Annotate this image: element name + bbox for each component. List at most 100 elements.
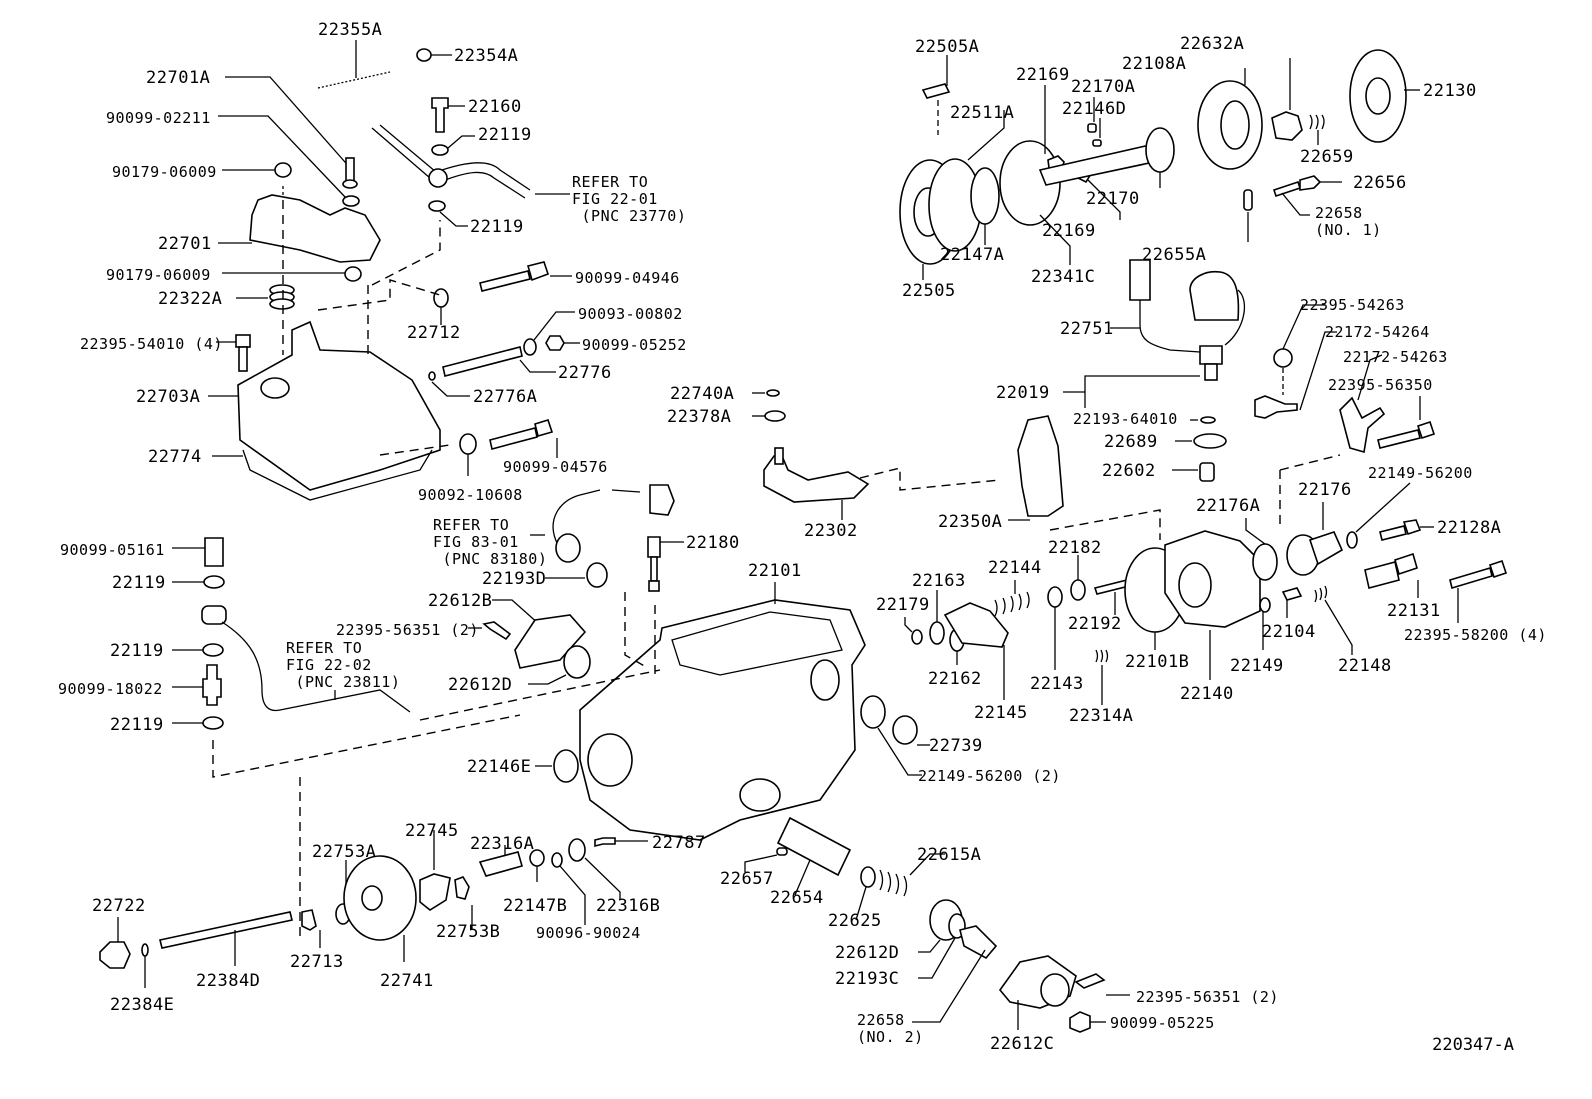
part-label-22395-56351-b[interactable]: 22395-56351 (2) [1136,988,1279,1006]
part-label-22160[interactable]: 22160 [468,97,522,117]
part-label-22701[interactable]: 22701 [158,234,212,254]
part-label-22104[interactable]: 22104 [1262,622,1316,642]
part-label-22172-54263[interactable]: 22172-54263 [1343,348,1448,366]
part-label-22395-54263[interactable]: 22395-54263 [1300,296,1405,314]
part-label-22302[interactable]: 22302 [804,521,858,541]
part-label-22163[interactable]: 22163 [912,571,966,591]
part-label-22316A[interactable]: 22316A [470,834,535,854]
part-label-22689[interactable]: 22689 [1104,432,1158,452]
part-label-22193C[interactable]: 22193C [835,969,900,989]
part-label-22655A[interactable]: 22655A [1142,245,1207,265]
part-label-22395-56350[interactable]: 22395-56350 [1328,376,1433,394]
part-label-22659[interactable]: 22659 [1300,147,1354,167]
part-label-22703A[interactable]: 22703A [136,387,201,407]
part-label-22355A[interactable]: 22355A [318,20,383,40]
part-label-22119-d[interactable]: 22119 [110,641,164,661]
part-label-22657[interactable]: 22657 [720,869,774,889]
part-label-22612D-a[interactable]: 22612D [448,675,513,695]
part-label-22395-54010[interactable]: 22395-54010 (4) [80,335,223,353]
part-label-90099-18022[interactable]: 90099-18022 [58,680,163,698]
part-label-22169-a[interactable]: 22169 [1016,65,1070,85]
part-label-22753B[interactable]: 22753B [436,922,501,942]
part-label-22143[interactable]: 22143 [1030,674,1084,694]
part-label-90099-05225[interactable]: 90099-05225 [1110,1014,1215,1032]
part-label-22602[interactable]: 22602 [1102,461,1156,481]
part-label-22384E[interactable]: 22384E [110,995,175,1015]
part-label-22145[interactable]: 22145 [974,703,1028,723]
part-label-22119-e[interactable]: 22119 [110,715,164,735]
part-label-22787[interactable]: 22787 [652,833,706,853]
part-label-90096-90024[interactable]: 90096-90024 [536,924,641,942]
part-label-22119-c[interactable]: 22119 [112,573,166,593]
part-label-22713[interactable]: 22713 [290,952,344,972]
part-label-22612B[interactable]: 22612B [428,591,493,611]
part-label-22612C[interactable]: 22612C [990,1034,1055,1054]
part-label-90099-04576[interactable]: 90099-04576 [503,458,608,476]
part-label-22322A[interactable]: 22322A [158,289,223,309]
part-label-22170A[interactable]: 22170A [1071,77,1136,97]
reference-fig-83-01[interactable]: REFER TO FIG 83-01 (PNC 83180) [433,516,548,568]
part-label-22193D[interactable]: 22193D [482,569,547,589]
part-label-90092-10608[interactable]: 90092-10608 [418,486,523,504]
part-label-22751[interactable]: 22751 [1060,319,1114,339]
part-label-22179[interactable]: 22179 [876,595,930,615]
part-label-22170[interactable]: 22170 [1086,189,1140,209]
part-label-90099-05252[interactable]: 90099-05252 [582,336,687,354]
part-label-22149-56200-a[interactable]: 22149-56200 [1368,464,1473,482]
part-label-22712[interactable]: 22712 [407,323,461,343]
part-label-22314A[interactable]: 22314A [1069,706,1134,726]
part-label-22658-no2[interactable]: 22658 (NO. 2) [857,1011,924,1046]
part-label-90093-00802[interactable]: 90093-00802 [578,305,683,323]
part-label-22144[interactable]: 22144 [988,558,1042,578]
part-label-22511A[interactable]: 22511A [950,103,1015,123]
part-label-22101[interactable]: 22101 [748,561,802,581]
part-label-90179-06009-a[interactable]: 90179-06009 [112,163,217,181]
part-label-22119-a[interactable]: 22119 [478,125,532,145]
part-label-90099-04946[interactable]: 90099-04946 [575,269,680,287]
part-label-22149[interactable]: 22149 [1230,656,1284,676]
part-label-22192[interactable]: 22192 [1068,614,1122,634]
part-label-90099-02211[interactable]: 90099-02211 [106,109,211,127]
part-label-22505A[interactable]: 22505A [915,37,980,57]
part-label-22615A[interactable]: 22615A [917,845,982,865]
part-label-22505[interactable]: 22505 [902,281,956,301]
part-label-90099-05161[interactable]: 90099-05161 [60,541,165,559]
part-label-22169-b[interactable]: 22169 [1042,221,1096,241]
part-label-22148[interactable]: 22148 [1338,656,1392,676]
part-label-22741[interactable]: 22741 [380,971,434,991]
part-label-22745[interactable]: 22745 [405,821,459,841]
part-label-22180[interactable]: 22180 [686,533,740,553]
part-label-22625[interactable]: 22625 [828,911,882,931]
part-label-22182[interactable]: 22182 [1048,538,1102,558]
part-label-22654[interactable]: 22654 [770,888,824,908]
part-label-22776[interactable]: 22776 [558,363,612,383]
part-label-22354A[interactable]: 22354A [454,46,519,66]
part-label-22108A[interactable]: 22108A [1122,54,1187,74]
part-label-22128A[interactable]: 22128A [1437,518,1502,538]
part-label-22101B[interactable]: 22101B [1125,652,1190,672]
part-label-22147B[interactable]: 22147B [503,896,568,916]
part-label-22176[interactable]: 22176 [1298,480,1352,500]
part-label-22130[interactable]: 22130 [1423,81,1477,101]
part-label-22131[interactable]: 22131 [1387,601,1441,621]
part-label-22658-no1[interactable]: 22658 (NO. 1) [1315,204,1382,239]
reference-fig-22-02[interactable]: REFER TO FIG 22-02 (PNC 23811) [286,639,401,691]
part-label-22632A[interactable]: 22632A [1180,34,1245,54]
part-label-22753A[interactable]: 22753A [312,842,377,862]
part-label-22701A[interactable]: 22701A [146,68,211,88]
part-label-22172-54264[interactable]: 22172-54264 [1325,323,1430,341]
part-label-22176A[interactable]: 22176A [1196,496,1261,516]
part-label-22740A[interactable]: 22740A [670,384,735,404]
part-label-22395-58200[interactable]: 22395-58200 (4) [1404,626,1547,644]
part-label-22612D-b[interactable]: 22612D [835,943,900,963]
part-label-22316B[interactable]: 22316B [596,896,661,916]
part-label-22119-b[interactable]: 22119 [470,217,524,237]
part-label-22147A[interactable]: 22147A [940,245,1005,265]
part-label-22146D[interactable]: 22146D [1062,99,1127,119]
part-label-90179-06009-b[interactable]: 90179-06009 [106,266,211,284]
part-label-22019[interactable]: 22019 [996,383,1050,403]
part-label-22774[interactable]: 22774 [148,447,202,467]
part-label-22384D[interactable]: 22384D [196,971,261,991]
part-label-22162[interactable]: 22162 [928,669,982,689]
part-label-22378A[interactable]: 22378A [667,407,732,427]
